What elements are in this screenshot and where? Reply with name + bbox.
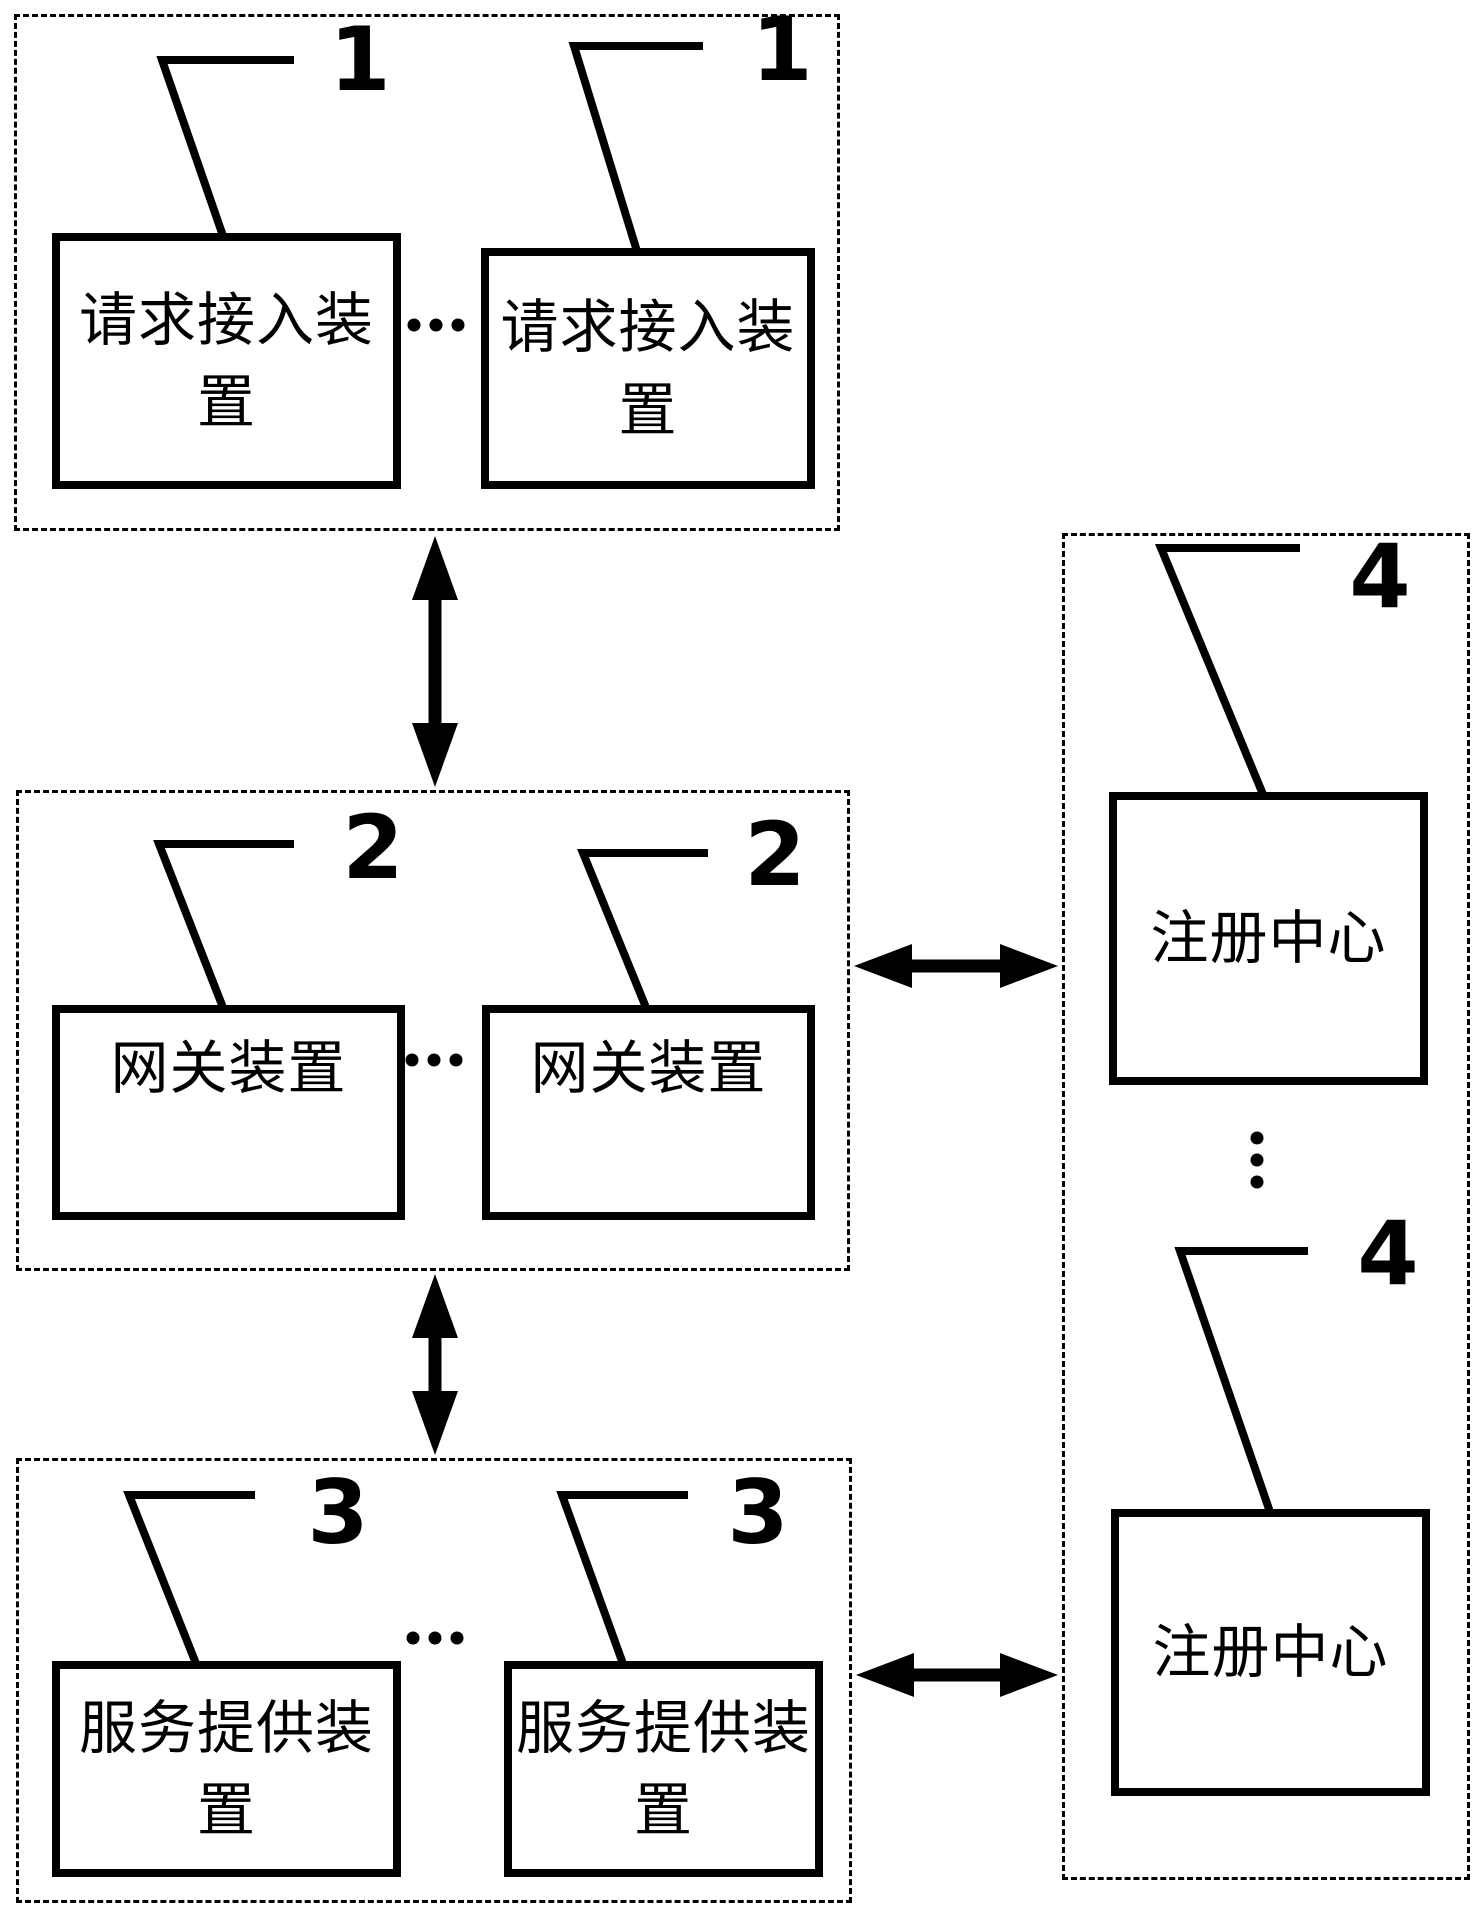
ref-label-1a: 1: [329, 8, 391, 111]
dot: [407, 318, 421, 332]
dot: [428, 1631, 442, 1645]
dot: [449, 1053, 463, 1067]
ref-label-4a: 4: [1349, 525, 1411, 628]
box-label: 请求接入装置: [78, 285, 374, 436]
box-gateway-device-2: 网关装置: [482, 1005, 815, 1220]
box-label: 注册中心: [1152, 1618, 1389, 1687]
dot: [1250, 1175, 1264, 1189]
box-request-access-device-2: 请求接入装置: [481, 248, 815, 489]
box-request-access-device-1: 请求接入装置: [52, 233, 401, 489]
box-gateway-device-1: 网关装置: [52, 1005, 405, 1220]
box-service-provider-device-2: 服务提供装置: [504, 1661, 823, 1877]
ref-label-3a: 3: [307, 1461, 369, 1564]
dot: [1250, 1153, 1264, 1167]
dot: [429, 318, 443, 332]
box-registry-center-2: 注册中心: [1111, 1509, 1430, 1796]
box-label: 注册中心: [1150, 904, 1387, 973]
dot: [406, 1631, 420, 1645]
ellipsis-service-provider-devices: [406, 1631, 464, 1645]
ref-label-1b: 1: [751, 0, 813, 101]
group-service-provider-devices: [16, 1458, 852, 1903]
dot: [451, 318, 465, 332]
dot: [405, 1053, 419, 1067]
arrow-requesters-gateways: [412, 536, 458, 787]
ref-label-2a: 2: [342, 796, 404, 899]
box-label: 网关装置: [110, 1034, 347, 1102]
arrow-gateways-registry: [854, 944, 1058, 988]
ref-label-4b: 4: [1357, 1202, 1419, 1305]
box-label: 网关装置: [530, 1034, 767, 1102]
arrow-providers-registry: [856, 1653, 1058, 1697]
group-request-access-devices: [14, 14, 840, 531]
ref-label-2b: 2: [744, 803, 806, 906]
arrow-gateways-providers: [412, 1274, 458, 1455]
dot: [1250, 1131, 1264, 1145]
ellipsis-gateway-devices: [405, 1053, 463, 1067]
box-registry-center-1: 注册中心: [1109, 792, 1428, 1085]
group-gateway-devices: [16, 790, 850, 1271]
ellipsis-registry-centers: [1250, 1131, 1264, 1189]
group-registry-centers: [1062, 533, 1470, 1880]
dot: [450, 1631, 464, 1645]
ref-label-3b: 3: [727, 1461, 789, 1564]
box-label: 服务提供装置: [515, 1693, 811, 1844]
box-label: 请求接入装置: [500, 293, 796, 444]
box-service-provider-device-1: 服务提供装置: [52, 1661, 401, 1877]
box-label: 服务提供装置: [78, 1693, 374, 1844]
ellipsis-request-devices: [407, 318, 465, 332]
dot: [427, 1053, 441, 1067]
